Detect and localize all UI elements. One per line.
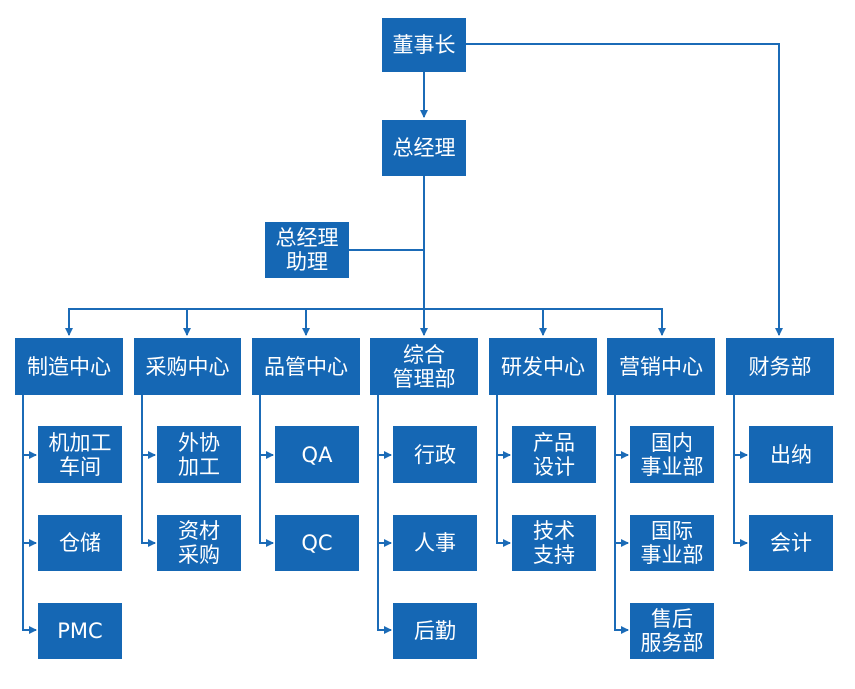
node-manufacturing-center: 制造中心 [15, 338, 123, 395]
node-gm-assistant: 总经理 助理 [265, 222, 349, 278]
node-finance-department: 财务部 [726, 338, 834, 395]
node-human-resources: 人事 [393, 515, 477, 571]
node-admin-department: 综合 管理部 [370, 338, 478, 395]
node-qc: QC [275, 515, 359, 571]
node-marketing-center: 营销中心 [607, 338, 715, 395]
node-cashier: 出纳 [749, 426, 833, 483]
node-machining-workshop: 机加工 车间 [38, 426, 122, 483]
node-after-sales-service: 售后 服务部 [630, 603, 714, 659]
node-warehouse: 仓储 [38, 515, 122, 571]
node-rnd-center: 研发中心 [489, 338, 597, 395]
node-general-manager: 总经理 [382, 120, 466, 176]
node-accounting: 会计 [749, 515, 833, 571]
node-pmc: PMC [38, 603, 122, 659]
node-material-purchase: 资材 采购 [157, 515, 241, 571]
node-tech-support: 技术 支持 [512, 515, 596, 571]
node-domestic-division: 国内 事业部 [630, 426, 714, 483]
node-administration: 行政 [393, 426, 477, 483]
node-quality-center: 品管中心 [252, 338, 360, 395]
node-chairman: 董事长 [382, 18, 466, 72]
node-procurement-center: 采购中心 [134, 338, 241, 395]
node-outsourcing: 外协 加工 [157, 426, 241, 483]
node-international-division: 国际 事业部 [630, 515, 714, 571]
node-qa: QA [275, 426, 359, 483]
node-product-design: 产品 设计 [512, 426, 596, 483]
node-logistics: 后勤 [393, 603, 477, 659]
edge-chairman-finance [466, 43, 783, 336]
